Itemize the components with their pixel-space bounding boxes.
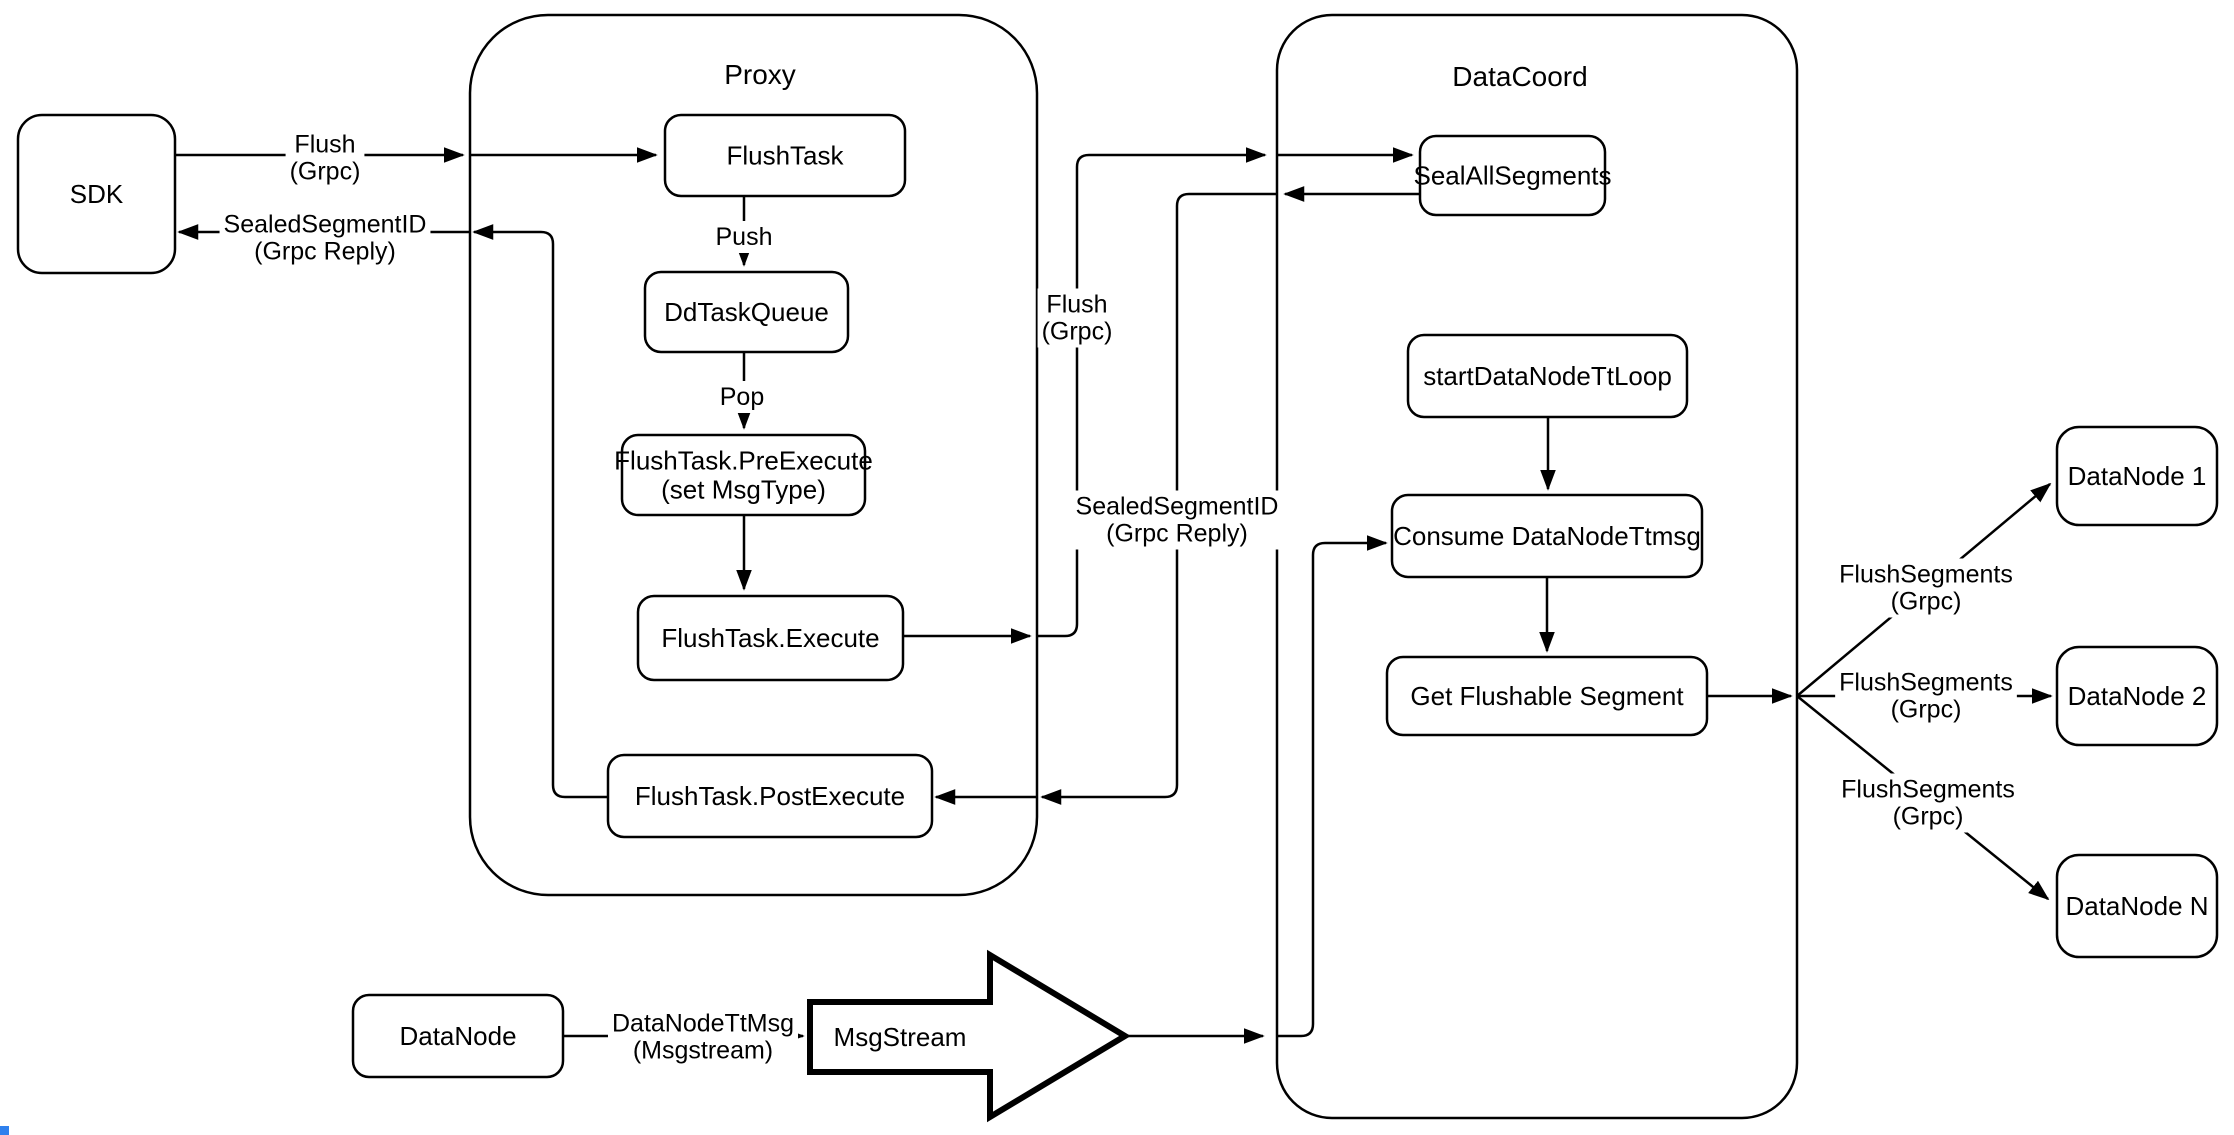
node-datanode-n-label: DataNode N — [2065, 891, 2208, 921]
label-pop: Pop — [715, 381, 769, 413]
node-get-flushable-segment-label: Get Flushable Segment — [1410, 681, 1684, 711]
label-flushsegments-n: FlushSegments(Grpc) — [1837, 773, 2019, 833]
label-flushsegments-1: FlushSegments(Grpc) — [1835, 558, 2017, 618]
label-flush-grpc-mid-bg — [1037, 288, 1117, 348]
label-flush-grpc-mid: Flush(Grpc) — [1037, 288, 1117, 348]
node-dd-task-queue-box — [643, 270, 850, 354]
label-flushsegments-1-text: FlushSegments(Grpc) — [1839, 561, 2013, 616]
node-datanode-1-label: DataNode 1 — [2068, 461, 2207, 491]
node-datanode-2-box — [2055, 645, 2219, 747]
label-pop-text: Pop — [720, 383, 764, 411]
label-flushsegments-n-bg — [1837, 773, 2019, 833]
node-sdk: SDK — [16, 113, 177, 275]
node-start-datanode-tt-loop-box — [1406, 333, 1689, 419]
node-datanode-1: DataNode 1 — [2055, 425, 2219, 527]
label-flushsegments-1-bg — [1835, 558, 2017, 618]
label-flush-grpc-sdk: Flush(Grpc) — [285, 128, 365, 188]
node-flush-task-execute-box — [636, 594, 905, 682]
msgstream-arrow-shape — [807, 949, 1131, 1123]
label-push: Push — [711, 221, 777, 253]
node-datanode-source: DataNode — [351, 993, 565, 1079]
edge-msgstream-riser-to-consume — [1277, 535, 1388, 1038]
node-get-flushable-segment: Get Flushable Segment — [1385, 655, 1709, 737]
container-proxy-title: Proxy — [724, 59, 796, 90]
edge-flush-riser-to-datacoord-edge — [1037, 147, 1267, 638]
label-sealedsegmentid-sdk-text: SealedSegmentID(Grpc Reply) — [224, 211, 427, 266]
node-consume-datanode-ttmsg-box — [1390, 493, 1704, 579]
node-datanode-source-box — [351, 993, 565, 1079]
label-flush-grpc-sdk-bg — [285, 128, 365, 188]
node-sdk-label: SDK — [70, 179, 124, 209]
node-datanode-1-box — [2055, 425, 2219, 527]
marks-layer — [0, 1126, 9, 1135]
edge-labels-layer: Flush(Grpc) SealedSegmentID(Grpc Reply) Pu… — [219, 128, 2019, 1067]
node-datanode-2-label: DataNode 2 — [2068, 681, 2207, 711]
node-dd-task-queue: DdTaskQueue — [643, 270, 850, 354]
node-sdk-box — [16, 113, 177, 275]
stray-blue-mark — [0, 1126, 9, 1135]
containers-layer: Proxy DataCoord — [468, 13, 1799, 1120]
label-flushsegments-2: FlushSegments(Grpc) — [1835, 666, 2017, 726]
label-flush-grpc-mid-text: Flush(Grpc) — [1042, 291, 1113, 346]
shape-msgstream: MsgStream — [807, 949, 1131, 1123]
special-shapes-layer: MsgStream — [807, 949, 1131, 1123]
node-flush-task-execute-label: FlushTask.Execute — [661, 623, 879, 653]
node-seal-all-segments: SealAllSegments — [1414, 134, 1612, 217]
label-pop-bg — [715, 381, 769, 413]
node-consume-datanode-ttmsg: Consume DataNodeTtmsg — [1390, 493, 1704, 579]
label-datanodettmsg: DataNodeTtMsg(Msgstream) — [607, 1007, 799, 1067]
label-flushsegments-2-bg — [1835, 666, 2017, 726]
label-sealedsegmentid-sdk: SealedSegmentID(Grpc Reply) — [219, 208, 431, 268]
container-proxy-outline — [468, 13, 1039, 897]
label-flush-grpc-sdk-text: Flush(Grpc) — [290, 131, 361, 186]
node-datanode-source-label: DataNode — [399, 1021, 516, 1051]
node-start-datanode-tt-loop: startDataNodeTtLoop — [1406, 333, 1689, 419]
container-proxy: Proxy — [468, 13, 1039, 897]
node-flush-task-post-execute-box — [606, 753, 934, 839]
node-flush-task-label: FlushTask — [726, 141, 844, 171]
container-datacoord-outline — [1275, 13, 1799, 1120]
node-seal-all-segments-box — [1418, 134, 1607, 217]
label-sealedsegmentid-mid: SealedSegmentID(Grpc Reply) — [1071, 490, 1283, 550]
node-flush-task-pre-execute-box — [620, 433, 867, 517]
node-consume-datanode-ttmsg-label: Consume DataNodeTtmsg — [1393, 521, 1701, 551]
node-flush-task: FlushTask — [663, 113, 907, 198]
label-sealedsegmentid-mid-bg — [1071, 490, 1283, 550]
node-flush-task-pre-execute: FlushTask.PreExecute(set MsgType) — [614, 433, 873, 517]
label-sealedsegmentid-sdk-bg — [219, 208, 431, 268]
node-seal-all-segments-label: SealAllSegments — [1414, 161, 1612, 191]
msgstream-label: MsgStream — [834, 1022, 967, 1052]
container-datacoord-title: DataCoord — [1452, 61, 1587, 92]
label-datanodettmsg-bg — [607, 1007, 799, 1067]
edges-layer — [175, 147, 2053, 1044]
container-datacoord: DataCoord — [1275, 13, 1799, 1120]
nodes-layer: SDK FlushTaskDdTaskQueueFlushTask.PreExec… — [16, 113, 2219, 1079]
node-flush-task-post-execute: FlushTask.PostExecute — [606, 753, 934, 839]
node-flush-task-execute: FlushTask.Execute — [636, 594, 905, 682]
label-push-text: Push — [716, 223, 773, 251]
label-sealedsegmentid-mid-text: SealedSegmentID(Grpc Reply) — [1076, 493, 1279, 548]
label-datanodettmsg-text: DataNodeTtMsg(Msgstream) — [612, 1010, 794, 1065]
node-get-flushable-segment-box — [1385, 655, 1709, 737]
node-datanode-2: DataNode 2 — [2055, 645, 2219, 747]
node-flush-task-box — [663, 113, 907, 198]
node-datanode-n: DataNode N — [2055, 853, 2219, 959]
node-start-datanode-tt-loop-label: startDataNodeTtLoop — [1423, 361, 1672, 391]
label-push-bg — [711, 221, 777, 253]
node-dd-task-queue-label: DdTaskQueue — [664, 297, 829, 327]
label-flushsegments-2-text: FlushSegments(Grpc) — [1839, 669, 2013, 724]
label-flushsegments-n-text: FlushSegments(Grpc) — [1841, 776, 2015, 831]
edge-sealed-postexecute-to-proxy-edge — [472, 224, 608, 799]
node-datanode-n-box — [2055, 853, 2219, 959]
node-flush-task-post-execute-label: FlushTask.PostExecute — [635, 781, 905, 811]
node-flush-task-pre-execute-label: FlushTask.PreExecute(set MsgType) — [614, 446, 873, 505]
